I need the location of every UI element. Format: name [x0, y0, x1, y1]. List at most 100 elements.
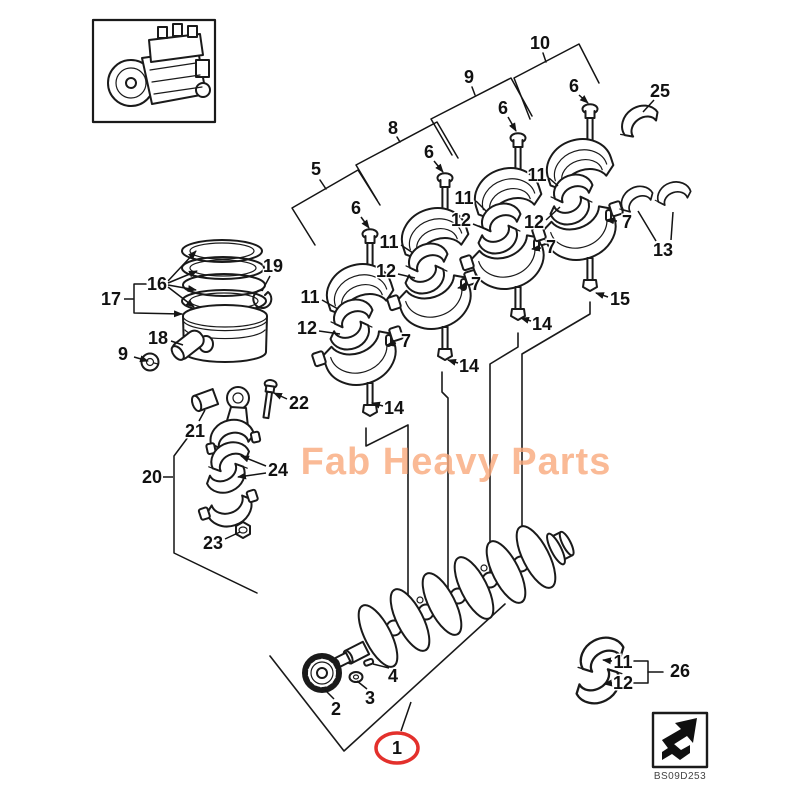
leader-line-7 [531, 244, 542, 252]
callout-12: 12 [376, 261, 396, 281]
callout-15: 15 [610, 289, 630, 309]
callout-9: 9 [118, 344, 128, 364]
callout-20: 20 [142, 467, 162, 487]
leader-line-24 [240, 455, 267, 467]
gear-washer [348, 671, 364, 683]
leader-line-12 [472, 223, 489, 231]
rod-bushing [190, 388, 220, 413]
group-brackets [291, 43, 600, 246]
leader-line-3 [356, 680, 368, 690]
leader-line-6 [578, 94, 589, 104]
rear-flange [546, 530, 575, 566]
bracket-26 [633, 660, 664, 684]
leader-line-14 [371, 401, 384, 409]
circlip [252, 289, 273, 309]
leader-line-4 [372, 663, 390, 669]
leader-line-12 [603, 679, 613, 687]
callout-11: 11 [527, 165, 546, 185]
leader-line-9 [133, 355, 149, 363]
leader-line-25 [642, 99, 655, 113]
crank-gear [302, 653, 342, 693]
crankshaft-drawing [302, 525, 575, 693]
callout-25: 25 [650, 81, 670, 101]
leader-line-14 [447, 358, 459, 366]
callout-7: 7 [622, 212, 632, 232]
group-bracket-8 [355, 121, 459, 201]
main-bearing-group-10 [531, 104, 633, 291]
callout-6: 6 [351, 198, 361, 218]
rod-nut [235, 521, 251, 539]
callout-11: 11 [379, 232, 398, 252]
callout-12: 12 [613, 673, 633, 693]
callout-6: 6 [498, 98, 508, 118]
figure-code: BS09D253 [654, 771, 706, 782]
thrust-washer-25 [611, 97, 662, 143]
leader-line-16 [167, 250, 197, 282]
crank-link-9 [489, 332, 519, 572]
leader-line-13 [637, 210, 657, 242]
callout-10: 10 [530, 33, 550, 53]
crank-links [269, 301, 591, 752]
leader-line-21 [198, 409, 206, 422]
crank-link-10 [521, 301, 591, 557]
callout-26: 26 [670, 661, 690, 681]
rod-cap [197, 488, 259, 528]
callout-12: 12 [451, 210, 471, 230]
leader-line-13 [670, 211, 674, 241]
crankshaft-leader-bracket [269, 603, 506, 752]
connecting-rod [205, 386, 262, 455]
callout-2: 2 [331, 699, 341, 719]
callout-6: 6 [424, 142, 434, 162]
callout-11: 11 [454, 188, 473, 208]
callout-7: 7 [546, 237, 556, 257]
callout-7: 7 [401, 331, 411, 351]
callout-24: 24 [268, 460, 288, 480]
leader-line-16 [167, 286, 195, 308]
leader-line-16 [167, 270, 198, 284]
leader-line-23 [224, 531, 241, 540]
leader-line-6 [360, 216, 370, 229]
pin-retainer [140, 352, 160, 372]
crank-link-5 [365, 424, 409, 598]
callout-23: 23 [203, 533, 223, 553]
leader-line-7 [457, 282, 467, 290]
engine-thumbnail [91, 18, 217, 124]
piston [182, 304, 268, 363]
woodruff-key [363, 657, 375, 667]
watermark: Fab Heavy Parts [301, 441, 612, 483]
wrist-pin [170, 329, 205, 361]
callout-7: 7 [471, 274, 481, 294]
main-bearing-group-5 [311, 229, 413, 416]
leader-line-12 [397, 273, 416, 279]
callout-16: 16 [147, 274, 167, 294]
callout-1: 1 [392, 738, 402, 758]
callout-11: 11 [300, 287, 319, 307]
leader-line-11 [400, 244, 414, 254]
leader-line-24 [237, 472, 267, 480]
leader-line-11 [548, 177, 559, 187]
leader-line-1 [400, 701, 412, 732]
callout-3: 3 [365, 688, 375, 708]
thrust-washer-13b [650, 176, 694, 209]
callout-21: 21 [185, 421, 205, 441]
callout-12: 12 [524, 212, 544, 232]
callout-14: 14 [532, 314, 552, 334]
leader-line-12 [318, 330, 341, 335]
callout-6: 6 [569, 76, 579, 96]
leader-line-6 [507, 116, 517, 132]
callout-14: 14 [459, 356, 479, 376]
leader-line-2 [324, 689, 335, 700]
layered-arrow-icon [662, 718, 697, 760]
brand-stamp [651, 711, 709, 769]
callout-22: 22 [289, 393, 309, 413]
leader-line-18 [170, 340, 184, 346]
callout-12: 12 [297, 318, 317, 338]
leader-line-6 [433, 160, 444, 173]
leader-line-7 [605, 217, 618, 225]
callout-5: 5 [311, 159, 321, 179]
leader-line-15 [595, 292, 609, 299]
leader-line-22 [273, 392, 288, 400]
callout-8: 8 [388, 118, 398, 138]
